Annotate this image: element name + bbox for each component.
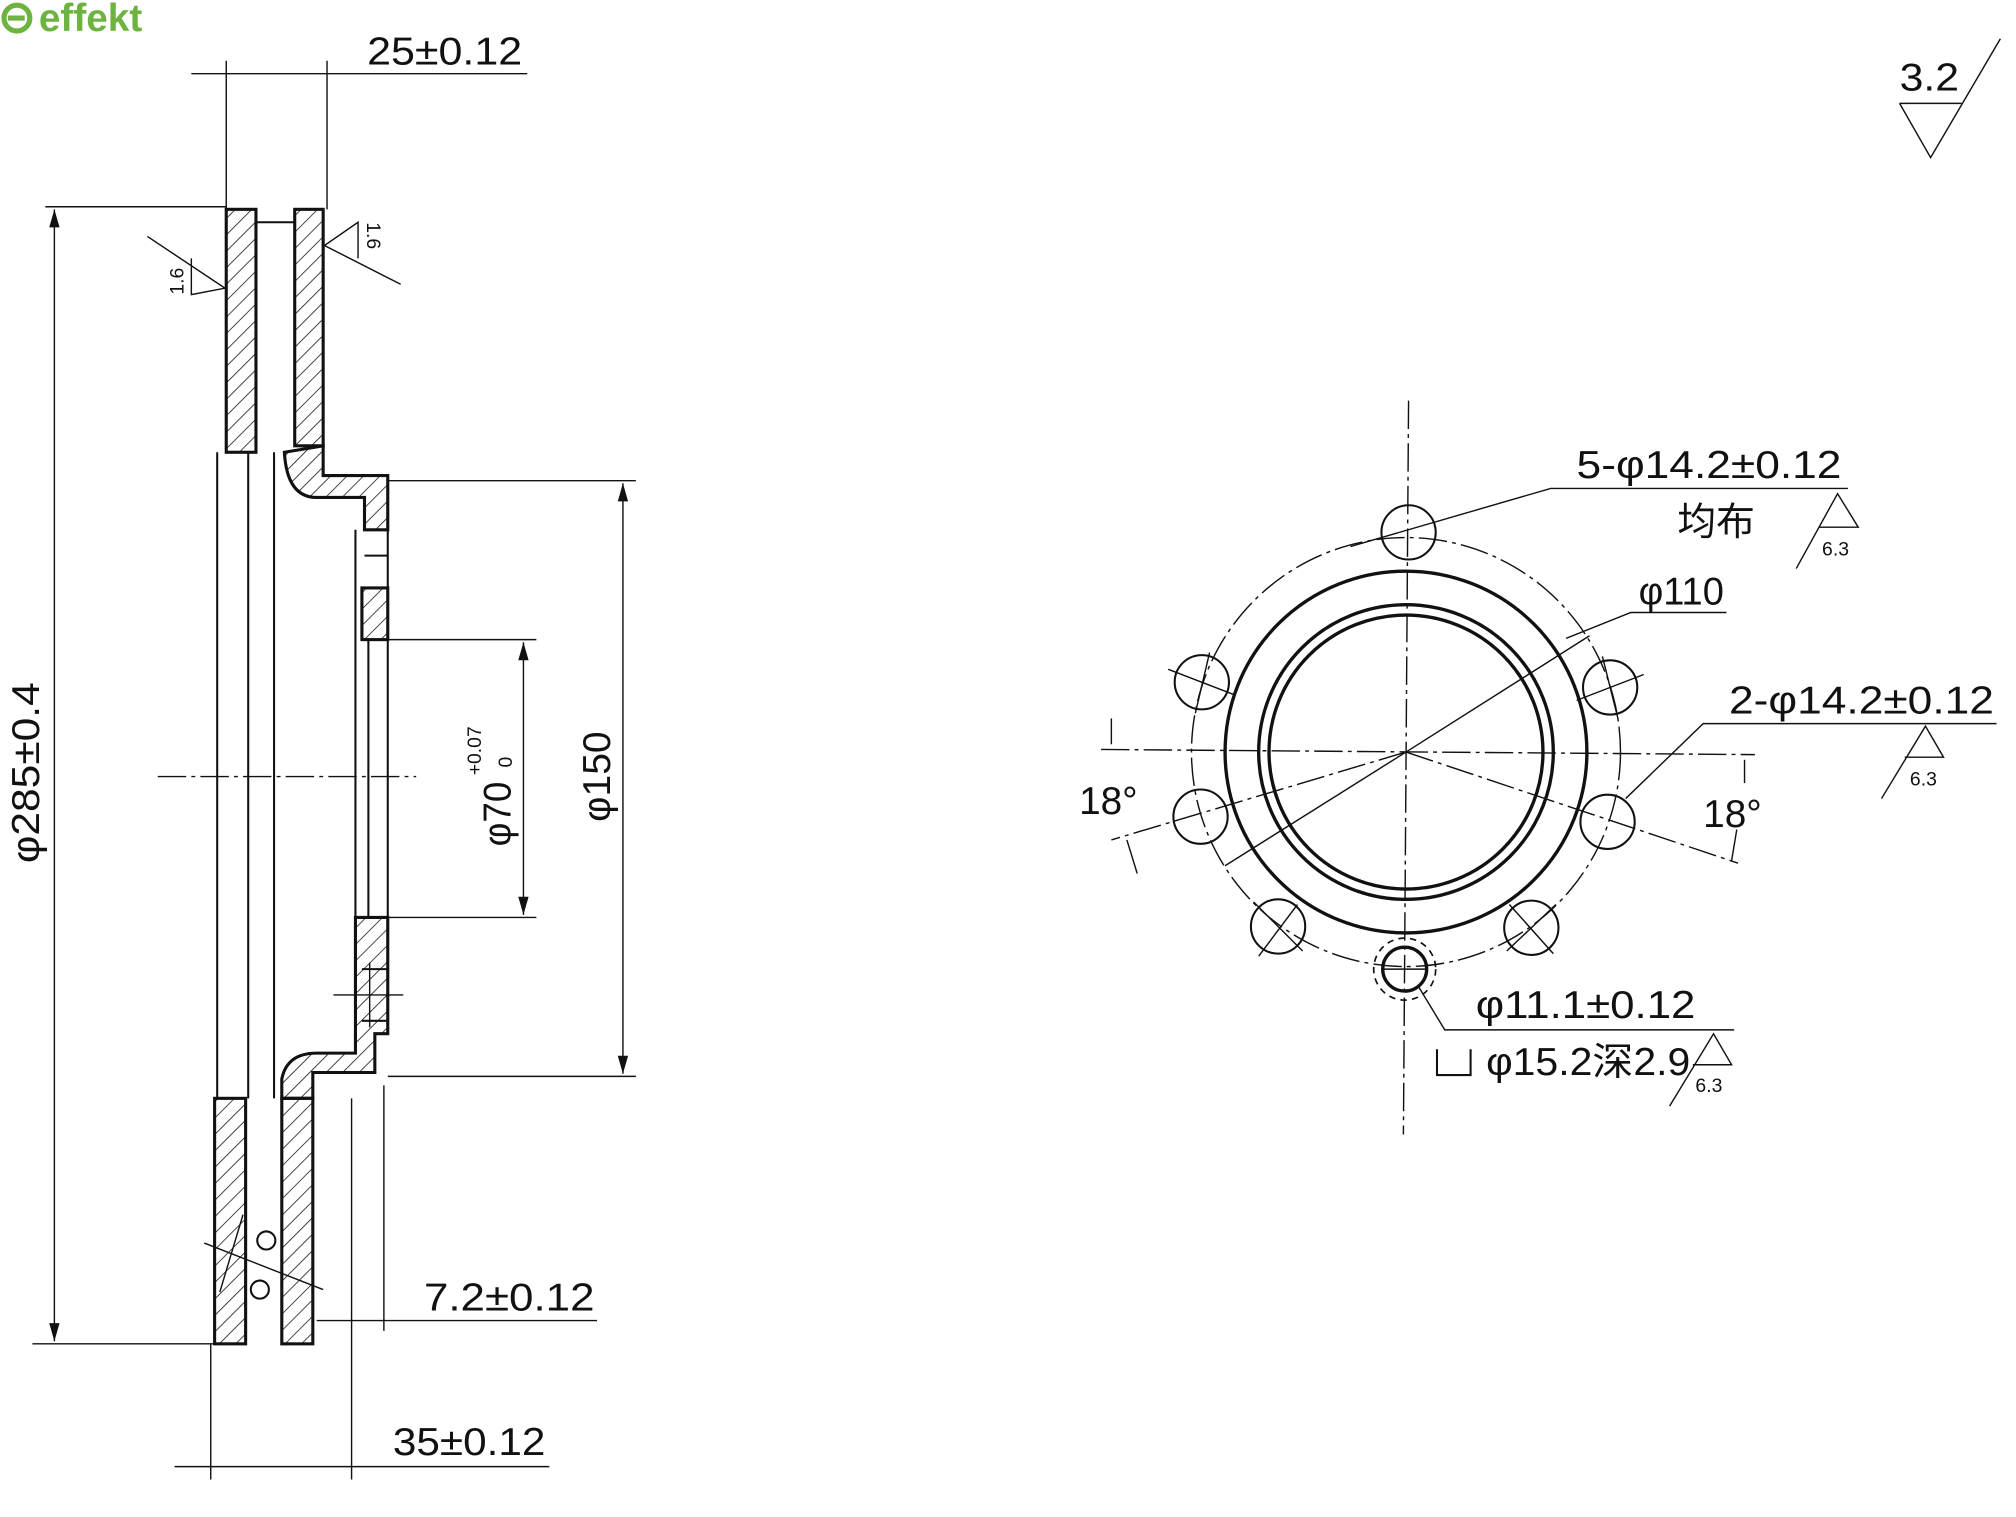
hub-bottom-section [280,915,390,1100]
bolt-hole [1380,504,1437,561]
bore-diameter-dimension: φ70 [477,782,520,847]
bolt-hole [1173,654,1230,711]
roughness-symbol-left-icon: 1.6 [147,235,227,296]
logo-text: effekt [39,0,142,40]
hub-outer-circle [1223,569,1589,935]
bolt-hole [1503,899,1560,956]
bore-tolerance-upper: +0.07 [464,726,486,775]
section-view: 25±0.12 φ285±0.4 φ150 φ70 +0.07 0 7.2±0.… [5,31,636,1480]
angle-right-label: 18° [1703,793,1762,836]
hub-wall-upper [360,586,390,642]
counterbore-symbol-icon [1435,1049,1472,1077]
counterbore-dimension: φ15.2深2.9 [1486,1041,1690,1084]
bore-tolerance-lower: 0 [495,757,517,768]
counterbore-circle [1372,937,1437,1001]
front-view: 5-φ14.2±0.12 均布 6.3 φ110 2-φ14.2±0.12 6.… [1079,400,1997,1135]
hub-diameter-dimension: φ150 [576,731,619,821]
roughness-symbol-icon: 6.3 [1795,492,1860,569]
five-holes-dimension: 5-φ14.2±0.12 [1577,444,1842,487]
roughness-right-value: 1.6 [362,222,384,249]
bolt-circle [1190,536,1622,968]
bolt-holes [1167,504,1644,1001]
bolt-hole [1249,898,1307,955]
horizontal-centerline [1101,748,1755,756]
bolt-hole [1172,788,1229,845]
width-dimension: 25±0.12 [367,31,522,74]
pcd-dimension: φ110 [1639,571,1724,614]
angle-left-label: 18° [1079,780,1138,823]
right-friction-plate-bottom [280,1096,315,1346]
face-offset-dimension: 7.2±0.12 [424,1276,595,1319]
bore-circle [1267,613,1545,891]
two-holes-roughness: 6.3 [1910,769,1937,791]
roughness-left-value: 1.6 [167,268,189,295]
five-holes-roughness: 6.3 [1822,539,1849,561]
right-friction-plate-top [293,207,325,448]
five-holes-note: 均布 [1677,501,1755,544]
global-roughness-symbol-icon: 3.2 [1898,38,2001,160]
bolt-hole [1579,793,1636,850]
global-roughness-value: 3.2 [1900,56,1959,99]
vertical-centerline [1402,400,1410,1135]
hub-top-section [282,443,390,532]
roughness-symbol-icon: 6.3 [1880,724,1945,799]
roughness-symbol-icon: 6.3 [1668,1032,1733,1107]
bolt-hole [1581,659,1639,716]
small-hole-dimension: φ11.1±0.12 [1476,984,1696,1027]
hub-step-circle [1256,603,1555,902]
effekt-logo: effekt [1,0,142,40]
overall-height-dimension: 35±0.12 [393,1421,545,1464]
logo-mark-icon [1,2,33,34]
outer-diameter-dimension: φ285±0.4 [5,682,48,863]
two-holes-dimension: 2-φ14.2±0.12 [1729,679,1994,722]
roughness-symbol-right-icon: 1.6 [323,220,402,285]
small-hole-roughness: 6.3 [1695,1075,1722,1097]
left-friction-plate-top [224,207,258,454]
